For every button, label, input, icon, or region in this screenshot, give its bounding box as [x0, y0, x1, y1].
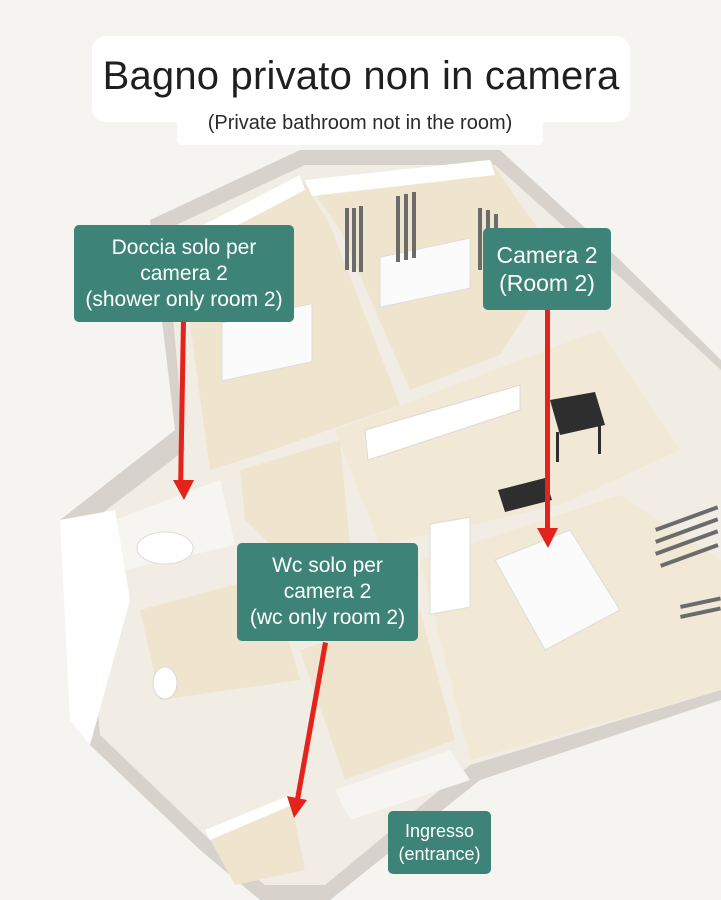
dining-table — [498, 392, 605, 512]
kitchen-counter — [364, 384, 521, 461]
label-room-2-line1: Camera 2 — [496, 242, 598, 268]
subtitle-background — [177, 105, 543, 145]
curtains-room-2 — [655, 505, 721, 619]
label-entrance-line1: Ingresso — [404, 820, 475, 841]
label-wc-line1: Wc solo per — [272, 554, 383, 577]
label-shower: Doccia solo per camera 2 (shower only ro… — [74, 225, 294, 322]
bath-room-wall — [60, 510, 130, 745]
label-wc: Wc solo per camera 2 (wc only room 2) — [237, 543, 418, 641]
label-shower-line2: camera 2 — [140, 261, 228, 285]
label-entrance: Ingresso (entrance) — [388, 811, 491, 874]
entrance-floor — [335, 750, 470, 820]
wc-room-2 — [205, 795, 305, 885]
wardrobe-room-2 — [429, 516, 471, 615]
kitchen-area — [335, 330, 680, 545]
bed-top-right — [379, 237, 471, 308]
label-wc-line2: camera 2 — [283, 580, 372, 603]
label-wc-line3: (wc only room 2) — [249, 606, 406, 629]
label-room-2: Camera 2 (Room 2) — [483, 228, 611, 310]
arrow-room-2 — [537, 310, 558, 548]
page-subtitle: (Private bathroom not in the room) — [207, 112, 513, 134]
label-entrance-line2: (entrance) — [398, 843, 481, 864]
page-title: Bagno privato non in camera — [102, 54, 620, 98]
label-room-2-line2: (Room 2) — [499, 270, 595, 296]
arrow-shower — [173, 319, 194, 500]
label-shower-line3: (shower only room 2) — [85, 287, 283, 311]
arrow-wc — [287, 642, 328, 818]
label-shower-line1: Doccia solo per — [111, 235, 257, 259]
